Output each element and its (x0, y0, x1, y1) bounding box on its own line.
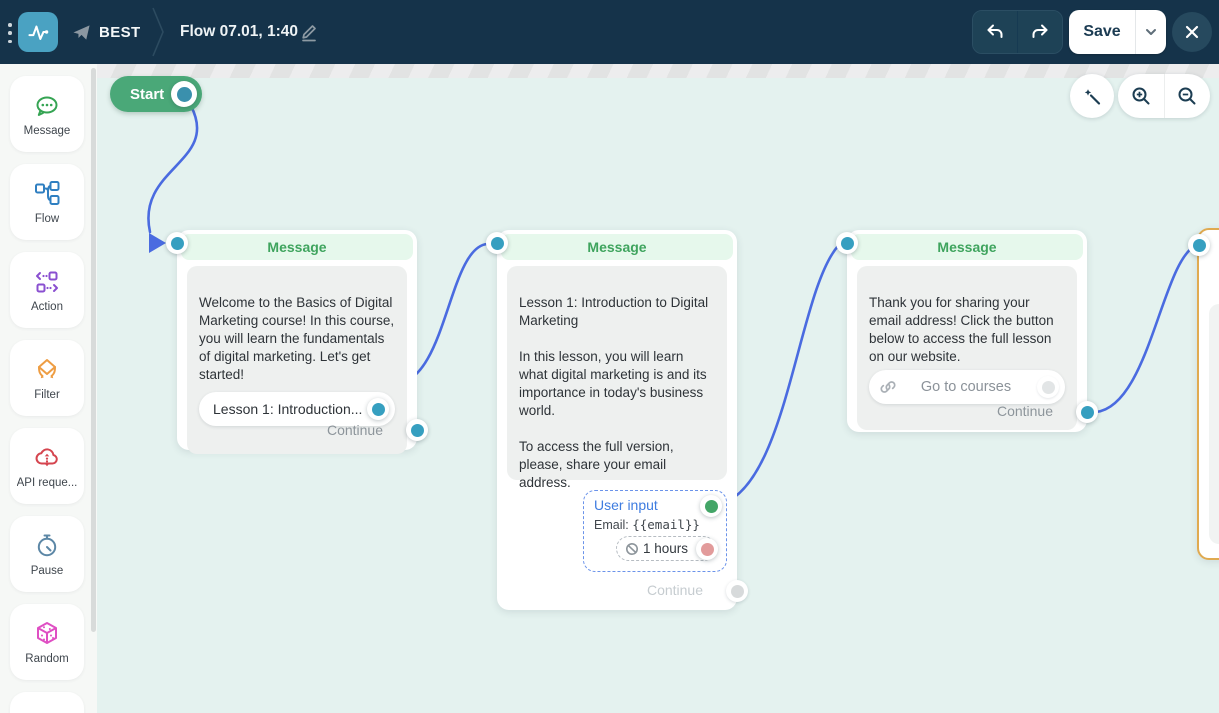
redo-button[interactable] (1017, 11, 1062, 53)
breadcrumb-separator (152, 7, 164, 57)
filter-diamond-icon (38, 358, 56, 378)
node1-continue-port[interactable] (406, 419, 428, 441)
magic-wand-icon (1084, 89, 1101, 105)
node3-continue-port[interactable] (1076, 401, 1098, 423)
message-text: Lesson 1: Introduction to Digital Market… (519, 295, 709, 490)
zoom-out-button[interactable] (1163, 74, 1211, 118)
save-split-button: Save (1069, 10, 1166, 54)
sidebar-item-label: Action (31, 300, 63, 313)
user-input-success-port[interactable] (700, 495, 722, 517)
stopwatch-icon (37, 534, 57, 556)
zoom-controls (1118, 74, 1210, 118)
node2-input-port[interactable] (486, 232, 508, 254)
kebab-menu-icon[interactable] (5, 23, 15, 43)
node2-continue-port[interactable] (726, 580, 748, 602)
node4-input-port[interactable] (1188, 234, 1210, 256)
go-to-courses-label: Go to courses (920, 379, 1012, 395)
sidebar-item-label: Pause (30, 564, 64, 577)
field-label: Email: (594, 518, 629, 532)
message-node-3[interactable]: Message Thank you for sharing your email… (836, 230, 1098, 432)
sidebar-item-filter[interactable]: Filter (10, 340, 84, 416)
pulse-logo-icon (28, 25, 49, 41)
sidebar-item-flow[interactable]: Flow (10, 164, 84, 240)
sidebar-item-partial[interactable] (10, 692, 84, 713)
bot-breadcrumb: BEST (72, 0, 141, 64)
continue-label: Continue (326, 422, 383, 438)
start-node[interactable]: Start (110, 76, 202, 112)
message-node-1[interactable]: Message Welcome to the Basics of Digital… (166, 230, 428, 454)
go-to-courses-button[interactable]: Go to courses (869, 370, 1065, 404)
flow-tree-icon (35, 180, 60, 205)
sidebar-item-message[interactable]: Message (10, 76, 84, 152)
lesson-button-label: Lesson 1: Introduction... (213, 401, 363, 417)
go-to-courses-port[interactable] (1037, 376, 1059, 398)
edit-pencil-icon[interactable] (300, 22, 318, 42)
zoom-out-icon (1178, 87, 1196, 105)
chat-bubble-icon (36, 96, 58, 116)
continue-label: Continue (996, 403, 1053, 419)
zoom-in-icon (1132, 87, 1150, 105)
message-bubble: Thank you for sharing your email address… (857, 266, 1077, 430)
save-button[interactable]: Save (1083, 23, 1121, 40)
sidebar-item-label: Random (25, 652, 69, 665)
sidebar-item-label: Flow (34, 212, 60, 225)
node-title: Message (181, 234, 413, 260)
no-entry-icon (626, 542, 638, 555)
link-icon (880, 381, 896, 393)
user-input-field: Email: {{email}} (594, 517, 716, 532)
timeout-pill[interactable]: 1 hours (616, 536, 718, 561)
sidebar-item-pause[interactable]: Pause (10, 516, 84, 592)
node3-input-port[interactable] (836, 232, 858, 254)
continue-label: Continue (646, 582, 703, 598)
magic-wand-button[interactable] (1070, 74, 1114, 118)
timeout-port[interactable] (696, 538, 718, 560)
close-icon (1185, 25, 1199, 39)
top-bar: BEST Flow 07.01, 1:40 (0, 0, 1219, 64)
sidebar-item-api-request[interactable]: API reque... (10, 428, 84, 504)
node-title: Message (851, 234, 1083, 260)
message-bubble (1209, 304, 1219, 544)
timeout-label: 1 hours (643, 541, 689, 556)
history-controls (972, 10, 1063, 54)
node-palette-sidebar: Message Flow (0, 64, 97, 713)
redo-icon (1032, 24, 1048, 38)
chevron-down-icon (1146, 29, 1156, 35)
user-input-title: User input (594, 497, 658, 513)
sidebar-item-action[interactable]: Action (10, 252, 84, 328)
save-options-button[interactable] (1135, 10, 1166, 54)
start-output-port[interactable] (171, 81, 197, 107)
flow-title: Flow 07.01, 1:40 (180, 23, 299, 40)
close-button[interactable] (1172, 12, 1212, 52)
user-input-block[interactable]: User input Email: {{email}} 1 hours (583, 490, 727, 572)
sidebar-item-label: Filter (34, 388, 60, 401)
lesson-button[interactable]: Lesson 1: Introduction... (199, 392, 395, 426)
message-text: Thank you for sharing your email address… (869, 295, 1054, 364)
message-node-4-partial[interactable] (1188, 228, 1219, 560)
message-bubble: Lesson 1: Introduction to Digital Market… (507, 266, 727, 490)
undo-button[interactable] (973, 11, 1017, 53)
bot-name: BEST (99, 23, 141, 41)
zoom-in-button[interactable] (1118, 74, 1164, 118)
sidebar-item-label: API reque... (16, 476, 78, 489)
lesson-button-output-port[interactable] (367, 398, 389, 420)
message-bubble: Welcome to the Basics of Digital Marketi… (187, 266, 407, 454)
canvas-boundary-stripe (97, 64, 1219, 78)
telegram-icon (73, 24, 90, 40)
sidebar-scrollbar[interactable] (91, 68, 96, 632)
undo-icon (987, 24, 1003, 38)
api-cloud-icon (35, 447, 58, 466)
sidebar-item-random[interactable]: Random (10, 604, 84, 680)
field-variable: {{email}} (632, 517, 700, 532)
app-logo[interactable] (18, 12, 58, 52)
action-blocks-icon (36, 271, 58, 292)
message-node-2[interactable]: Message Lesson 1: Introduction to Digita… (486, 230, 748, 610)
dice-icon (37, 621, 57, 644)
sidebar-item-label: Message (23, 124, 71, 137)
message-text: Welcome to the Basics of Digital Marketi… (199, 295, 395, 382)
node1-input-port[interactable] (166, 232, 188, 254)
start-node-label: Start (130, 85, 165, 103)
node-title: Message (501, 234, 733, 260)
